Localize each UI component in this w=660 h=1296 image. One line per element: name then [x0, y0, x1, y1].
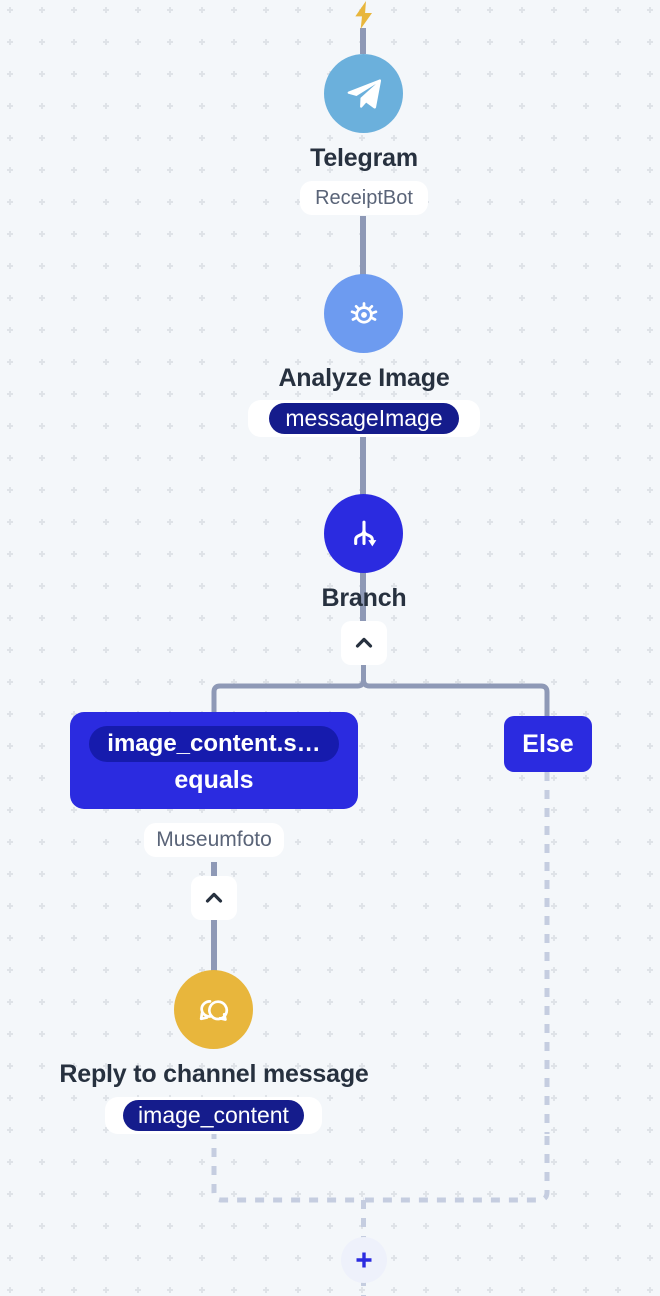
chat-bubbles-icon [195, 991, 233, 1029]
branch-split-icon [345, 515, 383, 553]
node-telegram-title: Telegram [310, 144, 418, 172]
node-analyze-image-icon[interactable] [324, 274, 403, 353]
branch-condition-box[interactable]: image_content.s… equals [70, 712, 358, 809]
eye-vision-icon [346, 296, 382, 332]
node-reply-title: Reply to channel message [59, 1060, 369, 1088]
node-reply-badge: image_content [123, 1100, 304, 1131]
branch-else-label: Else [522, 729, 574, 758]
telegram-paper-plane-icon [344, 74, 384, 114]
node-telegram-subtitle-badge[interactable]: ReceiptBot [300, 181, 428, 215]
edge-telegram-to-analyze [360, 216, 366, 278]
edge-collapse-to-reply [211, 920, 217, 974]
node-analyze-image-badge-wrap[interactable]: messageImage [248, 400, 480, 437]
node-branch-title: Branch [321, 584, 407, 612]
node-analyze-image-badge-label: messageImage [285, 405, 443, 431]
branch-else-box[interactable]: Else [504, 716, 592, 772]
edge-analyze-to-branch [360, 436, 366, 498]
node-branch-icon[interactable] [324, 494, 403, 573]
node-reply-badge-wrap[interactable]: image_content [105, 1097, 322, 1134]
node-telegram-subtitle: ReceiptBot [315, 186, 413, 209]
node-reply-icon[interactable] [174, 970, 253, 1049]
node-reply-badge-label: image_content [138, 1102, 289, 1128]
branch-condition-operator: equals [174, 766, 254, 794]
branch-condition-field: image_content.s… [107, 730, 321, 757]
node-analyze-image-badge: messageImage [269, 403, 459, 434]
add-step-button[interactable] [341, 1237, 387, 1283]
branch-condition-value: Museumfoto [156, 828, 272, 851]
edge-else-dashed [544, 772, 550, 1134]
branch-condition-field-pill[interactable]: image_content.s… [89, 726, 339, 762]
node-telegram-icon[interactable] [324, 54, 403, 133]
chevron-up-icon [352, 631, 376, 655]
branch-condition-value-badge[interactable]: Museumfoto [144, 823, 284, 857]
node-analyze-image-title: Analyze Image [278, 364, 450, 392]
trigger-lightning-bolt-icon[interactable] [348, 0, 380, 32]
branch-collapse-button[interactable] [341, 621, 387, 665]
chevron-up-icon [202, 886, 226, 910]
branch-condition-collapse-button[interactable] [191, 876, 237, 920]
plus-icon [352, 1248, 376, 1272]
